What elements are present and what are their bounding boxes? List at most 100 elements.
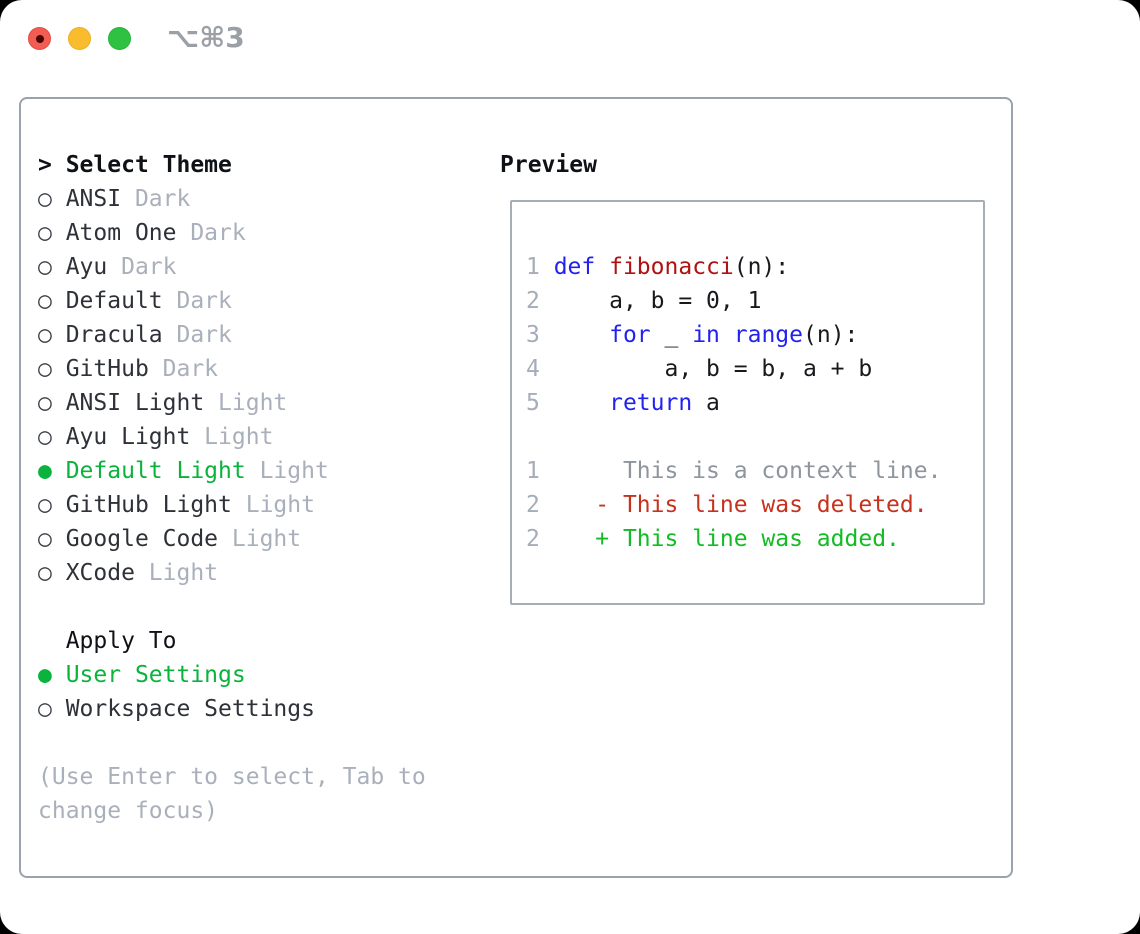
code-token bbox=[554, 390, 609, 416]
theme-option-xcode[interactable]: ○ XCode Light bbox=[38, 556, 426, 590]
line-number: 3 bbox=[526, 322, 554, 348]
radio-unselected-icon: ○ bbox=[38, 390, 66, 416]
radio-unselected-icon: ○ bbox=[38, 220, 66, 246]
radio-unselected-icon: ○ bbox=[38, 424, 66, 450]
code-line: 2 a, b = 0, 1 bbox=[526, 284, 941, 318]
diff-text: - This line was deleted. bbox=[553, 492, 928, 518]
line-number: 2 bbox=[526, 288, 554, 314]
radio-selected-icon: ● bbox=[38, 662, 66, 688]
theme-name: Default Light bbox=[65, 458, 246, 484]
code-line: 4 a, b = b, a + b bbox=[526, 352, 941, 386]
line-number: 2 bbox=[526, 526, 554, 552]
select-theme-header-label: Select Theme bbox=[65, 152, 232, 178]
code-token: (n): bbox=[803, 322, 859, 348]
spacer bbox=[38, 590, 426, 624]
titlebar: ⌥⌘3 bbox=[0, 0, 1140, 76]
hint-text: change focus) bbox=[38, 798, 219, 824]
code-token: a bbox=[692, 390, 720, 416]
code-token bbox=[720, 322, 734, 348]
theme-option-github[interactable]: ○ GitHub Dark bbox=[38, 352, 426, 386]
preview-title: Preview bbox=[500, 152, 597, 178]
line-number: 1 bbox=[526, 458, 554, 484]
line-number: 1 bbox=[526, 254, 554, 280]
select-theme-header: > Select Theme bbox=[38, 148, 426, 182]
theme-option-ayu-light[interactable]: ○ Ayu Light Light bbox=[38, 420, 426, 454]
spacer bbox=[526, 420, 941, 454]
theme-variant: Light bbox=[134, 560, 219, 586]
code-token: a, b = 0, 1 bbox=[553, 288, 762, 314]
minimize-button-icon[interactable] bbox=[68, 27, 91, 50]
theme-name: XCode bbox=[65, 560, 135, 586]
apply-option-user-settings[interactable]: ● User Settings bbox=[38, 658, 426, 692]
theme-variant: Dark bbox=[148, 356, 219, 382]
theme-variant: Dark bbox=[162, 288, 232, 314]
theme-picker: > Select Theme○ ANSI Dark○ Atom One Dark… bbox=[38, 148, 426, 828]
radio-unselected-icon: ○ bbox=[38, 186, 66, 212]
theme-name: GitHub Light bbox=[65, 492, 232, 518]
apply-option-label: Workspace Settings bbox=[65, 696, 315, 722]
spacer bbox=[38, 726, 426, 760]
theme-variant: Light bbox=[245, 458, 329, 484]
theme-option-google-code[interactable]: ○ Google Code Light bbox=[38, 522, 426, 556]
code-token: return bbox=[609, 390, 693, 416]
theme-variant: Dark bbox=[121, 186, 191, 212]
code-token bbox=[554, 322, 609, 348]
theme-name: Ayu Light bbox=[65, 424, 191, 450]
theme-variant: Dark bbox=[162, 322, 232, 348]
zoom-button-icon[interactable] bbox=[108, 27, 131, 50]
theme-option-atom-one[interactable]: ○ Atom One Dark bbox=[38, 216, 426, 250]
theme-option-default[interactable]: ○ Default Dark bbox=[38, 284, 426, 318]
code-token bbox=[595, 254, 609, 280]
radio-unselected-icon: ○ bbox=[38, 560, 66, 586]
hint-text: (Use Enter to select, Tab to bbox=[38, 764, 426, 790]
radio-selected-icon: ● bbox=[38, 458, 66, 484]
code-token: (n): bbox=[733, 254, 790, 280]
diff-line-deleted: 2 - This line was deleted. bbox=[526, 488, 941, 522]
code-token: in bbox=[692, 322, 720, 348]
theme-option-ansi-light[interactable]: ○ ANSI Light Light bbox=[38, 386, 426, 420]
diff-text: + This line was added. bbox=[553, 526, 900, 552]
code-token: for bbox=[609, 322, 651, 348]
apply-option-workspace-settings[interactable]: ○ Workspace Settings bbox=[38, 692, 426, 726]
radio-unselected-icon: ○ bbox=[38, 696, 66, 722]
line-number: 5 bbox=[526, 390, 554, 416]
theme-name: GitHub bbox=[65, 356, 149, 382]
diff-line-context: 1 This is a context line. bbox=[526, 454, 941, 488]
theme-variant: Light bbox=[204, 390, 288, 416]
theme-variant: Light bbox=[218, 526, 302, 552]
theme-variant: Dark bbox=[107, 254, 177, 280]
code-token: def bbox=[553, 254, 596, 280]
theme-name: Atom One bbox=[65, 220, 177, 246]
header-cursor-icon: > bbox=[38, 152, 66, 178]
window-title: ⌥⌘3 bbox=[167, 21, 245, 54]
diff-text: This is a context line. bbox=[553, 458, 942, 484]
theme-option-dracula[interactable]: ○ Dracula Dark bbox=[38, 318, 426, 352]
theme-variant: Light bbox=[190, 424, 274, 450]
theme-name: Google Code bbox=[65, 526, 219, 552]
theme-option-github-light[interactable]: ○ GitHub Light Light bbox=[38, 488, 426, 522]
apply-option-label: User Settings bbox=[65, 662, 246, 688]
radio-unselected-icon: ○ bbox=[38, 322, 66, 348]
main-panel: > Select Theme○ ANSI Dark○ Atom One Dark… bbox=[19, 97, 1013, 878]
line-number: 2 bbox=[526, 492, 554, 518]
theme-name: Dracula bbox=[65, 322, 163, 348]
radio-unselected-icon: ○ bbox=[38, 492, 66, 518]
apply-to-header: Apply To bbox=[38, 624, 426, 658]
theme-option-ansi[interactable]: ○ ANSI Dark bbox=[38, 182, 426, 216]
theme-name: ANSI bbox=[65, 186, 122, 212]
theme-option-default-light[interactable]: ● Default Light Light bbox=[38, 454, 426, 488]
theme-name: Ayu bbox=[65, 254, 108, 280]
theme-name: ANSI Light bbox=[65, 390, 205, 416]
code-line: 3 for _ in range(n): bbox=[526, 318, 941, 352]
close-button-icon[interactable] bbox=[28, 27, 51, 50]
radio-unselected-icon: ○ bbox=[38, 254, 66, 280]
theme-variant: Light bbox=[231, 492, 315, 518]
radio-unselected-icon: ○ bbox=[38, 288, 66, 314]
code-token: fibonacci bbox=[609, 254, 734, 280]
theme-option-ayu[interactable]: ○ Ayu Dark bbox=[38, 250, 426, 284]
diff-line-added: 2 + This line was added. bbox=[526, 522, 941, 556]
code-token: a, b = b, a + b bbox=[553, 356, 873, 382]
code-token: range bbox=[733, 322, 803, 348]
